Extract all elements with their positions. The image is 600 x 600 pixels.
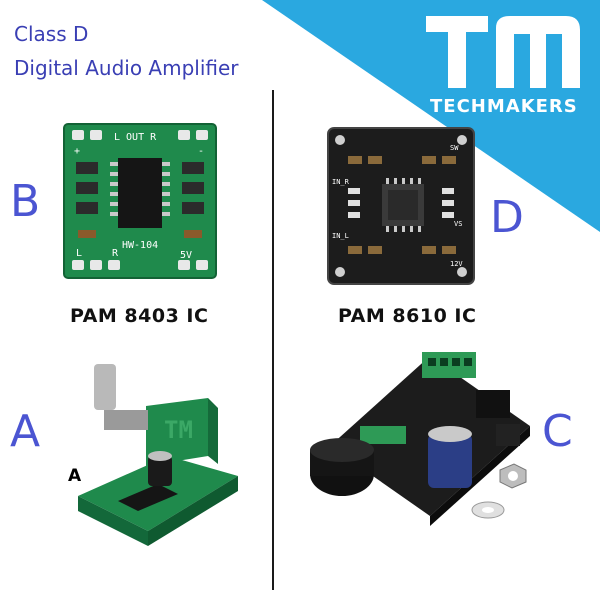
pam8403-board-image: L OUT R HW-104 5V L R + - <box>63 123 217 279</box>
label-d: D <box>490 192 524 243</box>
title-line-2: Digital Audio Amplifier <box>14 56 239 80</box>
caption-pam8403: PAM 8403 IC <box>70 305 209 327</box>
svg-text:SW: SW <box>450 144 459 152</box>
svg-text:TM: TM <box>164 416 193 444</box>
title-line-1: Class D <box>14 22 89 46</box>
caption-pam8610: PAM 8610 IC <box>338 305 477 327</box>
pam8610-knob-board-image <box>310 352 530 526</box>
label-c: C <box>542 406 573 457</box>
svg-text:12V: 12V <box>450 260 463 268</box>
center-divider <box>272 90 274 590</box>
svg-text:5V: 5V <box>180 250 192 261</box>
svg-text:IN_L: IN_L <box>332 232 349 240</box>
svg-text:+: + <box>74 146 80 157</box>
callout-a: A <box>68 466 82 486</box>
pam8610-board-image: IN_R IN_L 12V SW VS <box>327 127 475 285</box>
label-b: B <box>10 176 41 227</box>
svg-text:R: R <box>112 248 119 259</box>
svg-text:IN_R: IN_R <box>332 178 350 186</box>
pam8403-pot-board-image: TM <box>78 364 238 546</box>
techmakers-logo <box>426 16 580 88</box>
svg-text:L: L <box>76 248 82 259</box>
svg-text:HW-104: HW-104 <box>122 240 158 251</box>
svg-text:VS: VS <box>454 220 462 228</box>
label-a: A <box>10 406 41 457</box>
svg-text:-: - <box>198 146 204 157</box>
brand-name: TECHMAKERS <box>430 96 578 117</box>
svg-text:L OUT R: L OUT R <box>114 132 157 143</box>
